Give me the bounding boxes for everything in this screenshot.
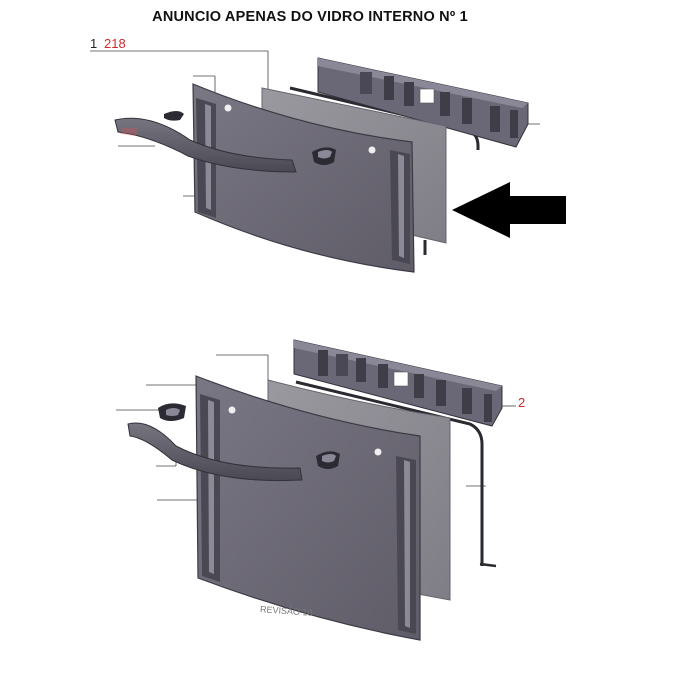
handle-clip-highlight — [166, 408, 180, 416]
panel-hole — [374, 448, 382, 456]
handle-mount-highlight — [318, 150, 332, 159]
bracket-slot — [378, 364, 388, 388]
bracket-slot — [484, 394, 492, 422]
panel-hole — [368, 146, 376, 154]
bracket-slot — [414, 374, 424, 398]
hinge-bracket — [293, 339, 503, 427]
arrow-left-icon — [452, 182, 566, 238]
callout-part-code-bottom: 2 — [518, 395, 526, 410]
outer-door-panel — [195, 375, 421, 641]
door-seal — [295, 380, 484, 566]
page-title: ANUNCIO APENAS DO VIDRO INTERNO Nº 1 — [152, 9, 468, 25]
door-handle — [127, 422, 303, 482]
bottom-assembly — [116, 339, 516, 641]
bracket-slot — [440, 92, 450, 116]
top-assembly — [90, 50, 566, 273]
bracket-window — [393, 371, 409, 387]
panel-hole — [224, 104, 232, 112]
door-handle — [114, 117, 297, 173]
bracket-window — [419, 88, 435, 104]
panel-rail-highlight — [208, 400, 214, 574]
callout-index: 1 — [90, 36, 98, 51]
bracket-slot — [384, 76, 394, 100]
bracket-slot — [490, 106, 500, 132]
panel-rail-highlight — [404, 460, 410, 628]
callout-part-code: 218 — [104, 36, 126, 51]
bracket-slot — [318, 350, 328, 376]
hinge-bracket — [317, 57, 529, 162]
bracket-slot — [510, 110, 518, 138]
handle-mount-highlight — [322, 454, 336, 463]
door-seal-end — [479, 562, 497, 568]
bracket-slot — [462, 98, 472, 124]
bracket-slot — [336, 354, 348, 376]
bracket-slot — [404, 82, 414, 106]
bracket-slot — [436, 380, 446, 406]
outer-door-panel — [192, 83, 415, 273]
bracket-slot — [356, 358, 366, 382]
panel-rail-highlight — [398, 154, 404, 258]
bracket-slot — [360, 72, 372, 94]
handle-clip — [164, 111, 184, 121]
panel-hole — [228, 406, 236, 414]
bracket-slot — [462, 388, 472, 414]
handle-end-mark — [120, 128, 138, 136]
